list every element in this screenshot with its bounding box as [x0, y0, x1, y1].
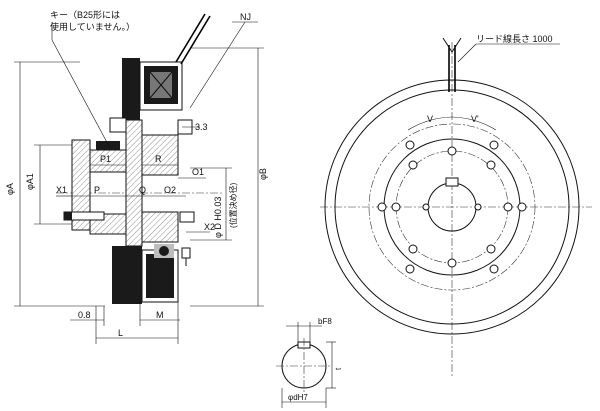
key-note-line1: キー（B25形には: [50, 9, 120, 20]
hole: [405, 140, 415, 150]
dim-x1: X1: [56, 185, 67, 195]
hole: [377, 202, 387, 212]
hole: [486, 244, 496, 254]
angle-v-left: V: [427, 114, 433, 124]
shaft-detail-view: [276, 322, 336, 408]
dim-phi-a: φA: [5, 183, 15, 195]
inner-rim-circle: [334, 89, 570, 325]
hole: [391, 202, 401, 212]
dim-l: L: [118, 328, 123, 338]
dim-phi-d-h7: φdH7: [288, 393, 308, 402]
dim-phi-a1: φA1: [25, 173, 35, 190]
outer-rim-circle: [324, 79, 580, 335]
hole: [405, 264, 415, 274]
dim-t: t: [334, 367, 343, 370]
keyway: [445, 177, 459, 187]
dim-q: Q: [139, 185, 146, 195]
hole: [447, 146, 457, 156]
hole: [474, 203, 482, 211]
dim-phi-d: φ D H0.03: [213, 197, 223, 238]
dim-phi-b: φB: [258, 168, 268, 180]
hole: [422, 203, 430, 211]
dim-0-8: 0.8: [78, 310, 91, 320]
hole: [408, 244, 418, 254]
dim-x2: X2: [204, 222, 215, 232]
dim-bf8: bF8: [318, 317, 332, 326]
angle-v-right: V': [471, 114, 479, 124]
hole: [486, 160, 496, 170]
dim-r: R: [155, 154, 162, 164]
dim-phi-d-note: (位置決め径): [228, 182, 238, 228]
hole: [489, 140, 499, 150]
outer-pitch-circle: [368, 123, 536, 291]
dim-o2: O2: [164, 185, 176, 195]
dim-o1: O1: [192, 167, 204, 177]
dim-p1: P1: [100, 154, 111, 164]
dim-3-3: 3.3: [195, 122, 208, 132]
hole: [517, 202, 527, 212]
lead-wire-label: リード線長さ 1000: [476, 33, 553, 44]
hole: [447, 258, 457, 268]
key-note-line2: 使用していません。）: [50, 21, 135, 32]
nj-label: NJ: [240, 12, 251, 22]
hole: [408, 160, 418, 170]
hole: [503, 202, 513, 212]
side-section-view: [14, 13, 264, 344]
front-view: [320, 37, 592, 376]
dim-p: P: [94, 185, 100, 195]
hole: [489, 264, 499, 274]
dim-m: M: [156, 310, 164, 320]
